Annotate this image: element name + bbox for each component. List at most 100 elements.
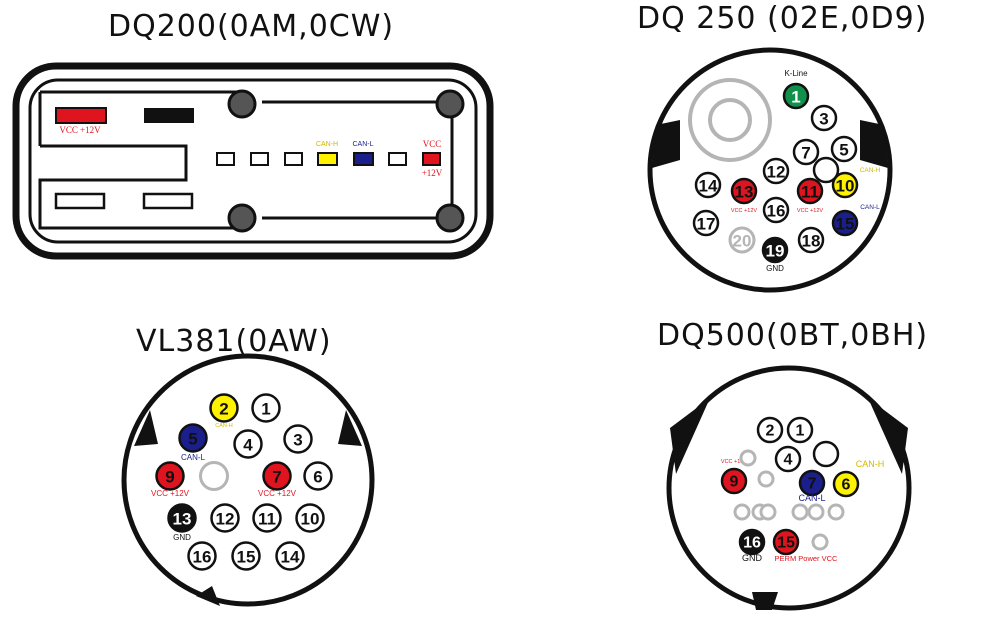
dq250-pin-label-11: VCC +12V <box>797 208 823 214</box>
vl381-pin-number-1: 1 <box>261 400 270 419</box>
dq500-pin-2 <box>756 416 784 444</box>
dq500-pin-number-1: 1 <box>796 423 805 440</box>
dq200-signal-pin-1 <box>216 152 235 166</box>
vl381-pin-number-4: 4 <box>243 436 253 455</box>
title-dq250: DQ 250 (02E,0D9) <box>637 1 928 36</box>
vl381-notch-left <box>134 410 158 446</box>
dq500-pin-7 <box>798 469 826 497</box>
dq250-pin-number-1: 1 <box>791 88 800 107</box>
vl381-pin-number-6: 6 <box>313 468 322 487</box>
dq250-pin-number-5: 5 <box>839 141 848 160</box>
dq500-pin-number-2: 2 <box>766 423 775 440</box>
dq500-pin-15 <box>772 528 800 556</box>
dq200-bolt-top-right <box>435 89 465 119</box>
dq250-pin-14 <box>694 171 722 199</box>
vl381-pin-number-7: 7 <box>272 468 281 487</box>
dq500-pin-1 <box>786 416 814 444</box>
vl381-pin-3 <box>283 424 313 454</box>
vl381-pin-14 <box>275 541 305 571</box>
vl381-pin-number-15: 15 <box>237 548 256 567</box>
vl381-pin-number-9: 9 <box>165 468 174 487</box>
dq500-pin-4 <box>774 445 802 473</box>
dq200-vcc-label-right-2: +12V <box>422 168 443 178</box>
title-dq200: DQ200(0AM,0CW) <box>108 9 395 44</box>
dq250-pin-number-13: 13 <box>735 183 754 202</box>
dq200-vcc-label-left: VCC +12V <box>59 125 101 135</box>
vl381-pin-label-5: CAN-L <box>181 453 206 462</box>
vl381-pin-number-3: 3 <box>293 431 302 450</box>
dq200-bolt-bottom-left <box>227 203 257 233</box>
vl381-pin-label-9: VCC +12V <box>151 489 190 498</box>
dq250-notch-left <box>652 120 680 168</box>
dq500-pin-label-9: VCC +12V <box>721 459 747 465</box>
dq500-pin-blank-9 <box>739 449 757 467</box>
dq250-pin-number-18: 18 <box>802 232 821 251</box>
dq200-top-pin-black <box>144 108 194 123</box>
dq250-pin-label-19: GND <box>766 264 784 273</box>
title-vl381: VL381(0AW) <box>136 324 332 359</box>
dq200-bottom-pin-1 <box>54 192 106 210</box>
dq200-connector: VCC +12V CAN-H CAN-L VCC +12V <box>12 62 494 260</box>
vl381-pin-number-2: 2 <box>219 400 228 419</box>
vl381-pin-13 <box>167 503 197 533</box>
dq500-pin-label-6: CAN-H <box>856 459 885 469</box>
dq500-pin-number-9: 9 <box>730 474 739 491</box>
dq250-pin-number-11: 11 <box>801 183 819 202</box>
vl381-pin-9 <box>155 461 185 491</box>
dq500-connector <box>666 365 912 611</box>
dq500-pin-blank-11 <box>807 503 825 521</box>
dq250-pin-15 <box>831 209 859 237</box>
dq250-pin-18 <box>797 226 825 254</box>
dq200-vcc-label-right-1: VCC <box>423 139 442 149</box>
dq200-vcc-pin-right <box>422 152 441 166</box>
dq500-pin-number-16: 16 <box>743 535 761 552</box>
dq500-pin-9 <box>720 467 748 495</box>
dq200-signal-pin-2 <box>250 152 269 166</box>
dq200-can-h-label: CAN-H <box>316 141 338 148</box>
dq250-pin-12 <box>762 157 790 185</box>
dq250-pin-label-15: CAN-L <box>860 204 880 211</box>
dq250-guide-ring-outer <box>688 78 772 162</box>
vl381-pin-6 <box>303 461 333 491</box>
vl381-pin-7 <box>262 461 292 491</box>
dq250-pin-number-16: 16 <box>767 202 786 221</box>
dq200-signal-pin-6 <box>388 152 407 166</box>
vl381-pin-12 <box>210 503 240 533</box>
vl381-pin-number-5: 5 <box>188 430 197 449</box>
dq200-vcc-pin-left <box>55 107 107 124</box>
dq250-pin-19 <box>761 236 789 264</box>
dq250-pin-number-20: 20 <box>733 232 752 251</box>
dq250-pin-1 <box>782 82 810 110</box>
dq500-pin-16 <box>738 528 766 556</box>
dq500-pin-label-7: CAN-L <box>798 493 825 503</box>
dq500-pin-blank-17 <box>759 503 777 521</box>
dq200-can-l-pin <box>353 152 374 166</box>
dq200-can-h-pin <box>317 152 338 166</box>
dq200-bolt-bottom-right <box>435 203 465 233</box>
vl381-pin-4 <box>233 429 263 459</box>
dq500-pin-blank-3 <box>812 440 840 468</box>
vl381-pin-15 <box>231 541 261 571</box>
dq500-pin-blank-15 <box>733 503 751 521</box>
vl381-pin-number-11: 11 <box>258 510 276 529</box>
vl381-pin-label-2: CAN-H <box>215 423 232 429</box>
vl381-pin-10 <box>295 503 325 533</box>
dq250-pin-number-10: 10 <box>836 177 855 196</box>
dq200-bolt-top-left <box>227 89 257 119</box>
dq500-pin-blank-10 <box>757 470 775 488</box>
dq250-pin-11 <box>796 177 824 205</box>
dq250-pin-label-10: CAN-H <box>860 167 881 174</box>
dq250-pin-3 <box>810 104 838 132</box>
dq250-pin-20 <box>728 226 756 254</box>
dq250-pin-number-17: 17 <box>697 215 716 234</box>
dq500-pin-number-6: 6 <box>842 477 851 494</box>
dq500-pin-number-15: 15 <box>777 535 795 552</box>
vl381-pin-1 <box>251 393 281 423</box>
dq500-pin-6 <box>832 470 860 498</box>
dq200-inner-frame <box>38 90 454 230</box>
vl381-pin-number-12: 12 <box>216 510 235 529</box>
dq250-pin-16 <box>762 196 790 224</box>
vl381-pin-5 <box>178 423 208 453</box>
